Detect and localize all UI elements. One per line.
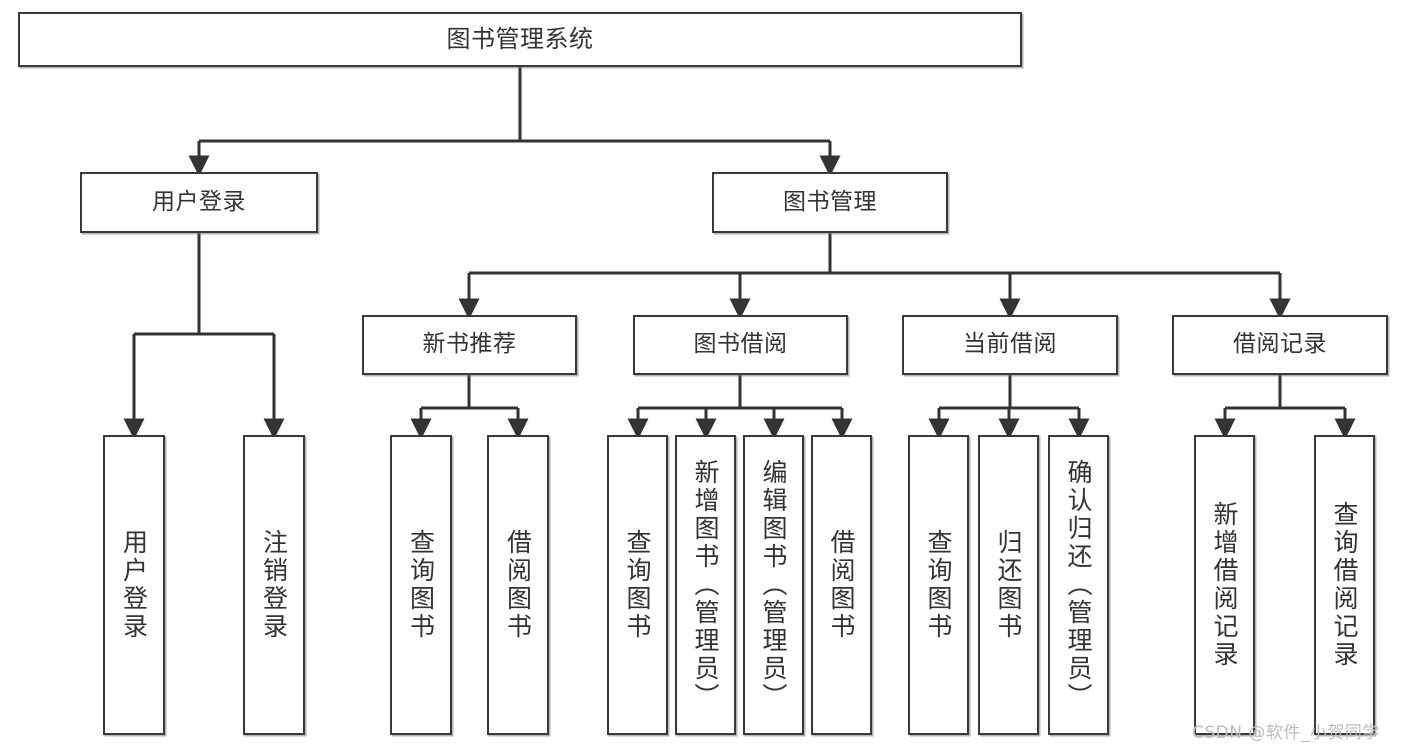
leaf-logout[interactable]: 注销登录 <box>243 435 305 735</box>
node-current-borrow-label: 当前借阅 <box>963 331 1057 358</box>
leaf-add-book-label: 新增图书（管理员） <box>691 459 720 711</box>
node-book-manage[interactable]: 图书管理 <box>712 172 948 233</box>
node-current-borrow[interactable]: 当前借阅 <box>902 315 1118 375</box>
leaf-add-book[interactable]: 新增图书（管理员） <box>675 435 736 735</box>
leaf-user-login-label: 用户登录 <box>119 529 149 641</box>
leaf-query-book-1-label: 查询图书 <box>406 529 436 641</box>
leaf-confirm-return-label: 确认归还（管理员） <box>1064 459 1093 711</box>
leaf-edit-book-label: 编辑图书（管理员） <box>759 459 788 711</box>
leaf-borrow-book-1-label: 借阅图书 <box>503 529 533 641</box>
leaf-query-record-label: 查询借阅记录 <box>1330 501 1359 669</box>
node-root-label: 图书管理系统 <box>446 25 594 54</box>
node-borrow-record-label: 借阅记录 <box>1233 331 1327 358</box>
leaf-borrow-book-2-label: 借阅图书 <box>827 529 856 641</box>
leaf-borrow-book-2[interactable]: 借阅图书 <box>811 435 872 735</box>
leaf-query-book-3-label: 查询图书 <box>924 529 953 641</box>
node-book-borrow[interactable]: 图书借阅 <box>633 315 848 375</box>
leaf-add-record-label: 新增借阅记录 <box>1210 501 1239 669</box>
node-root[interactable]: 图书管理系统 <box>18 12 1022 67</box>
node-book-borrow-label: 图书借阅 <box>693 331 788 358</box>
csdn-watermark: CSDN @软件_小贺同学 <box>1192 723 1380 743</box>
node-book-manage-label: 图书管理 <box>783 188 877 215</box>
leaf-add-record[interactable]: 新增借阅记录 <box>1194 435 1255 735</box>
leaf-edit-book[interactable]: 编辑图书（管理员） <box>743 435 804 735</box>
leaf-query-record[interactable]: 查询借阅记录 <box>1314 435 1375 735</box>
leaf-return-book[interactable]: 归还图书 <box>978 435 1039 735</box>
node-borrow-record[interactable]: 借阅记录 <box>1172 315 1388 375</box>
node-user-login[interactable]: 用户登录 <box>80 172 318 233</box>
leaf-return-book-label: 归还图书 <box>994 529 1023 641</box>
leaf-query-book-3[interactable]: 查询图书 <box>908 435 969 735</box>
leaf-query-book-2[interactable]: 查询图书 <box>607 435 668 735</box>
node-new-book-recommend-label: 新书推荐 <box>422 331 517 358</box>
node-new-book-recommend[interactable]: 新书推荐 <box>362 315 577 375</box>
node-user-login-label: 用户登录 <box>152 188 246 215</box>
leaf-query-book-2-label: 查询图书 <box>623 529 652 641</box>
leaf-user-login[interactable]: 用户登录 <box>103 435 165 735</box>
leaf-borrow-book-1[interactable]: 借阅图书 <box>487 435 549 735</box>
leaf-query-book-1[interactable]: 查询图书 <box>390 435 452 735</box>
leaf-confirm-return[interactable]: 确认归还（管理员） <box>1048 435 1109 735</box>
leaf-logout-label: 注销登录 <box>259 529 289 641</box>
